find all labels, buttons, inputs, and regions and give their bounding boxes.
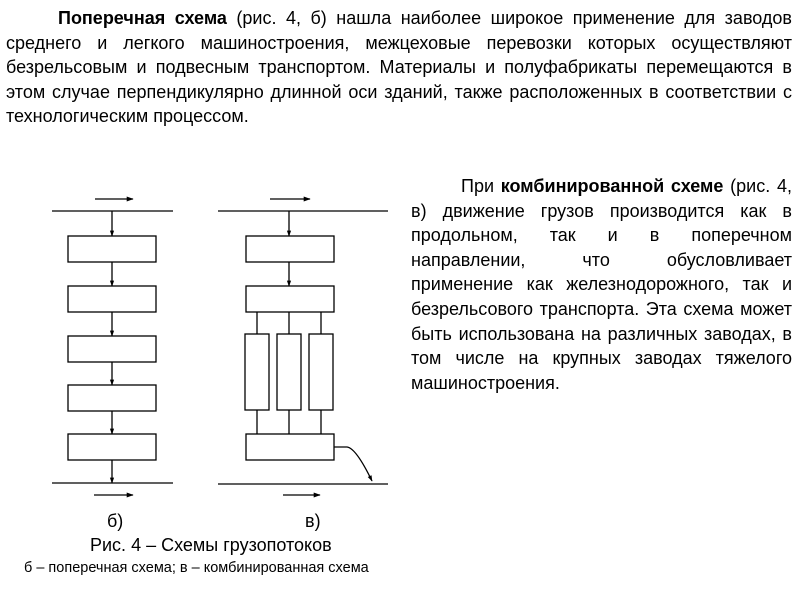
scheme-v-block-top-1 [245, 235, 335, 263]
scheme-v [218, 196, 388, 498]
paragraph-transverse-scheme: Поперечная схема (рис. 4, б) нашла наибо… [6, 6, 792, 129]
scheme-b-block-3 [67, 335, 157, 363]
cargo-flow-diagram [52, 196, 388, 498]
figure-label-b: б) [107, 511, 124, 531]
scheme-v-column-2 [276, 333, 302, 411]
scheme-v-column-3 [308, 333, 334, 411]
scheme-v-exit-arrow [334, 446, 373, 482]
paragraph-combined-text: (рис. 4, в) движение грузов производится… [411, 176, 792, 393]
figure-caption: Рис. 4 – Схемы грузопотоков [90, 535, 332, 555]
scheme-v-block-bottom [245, 433, 335, 461]
scheme-b-block-1 [67, 235, 157, 263]
scheme-v-block-top-2 [245, 285, 335, 313]
paragraph-transverse-text: (рис. 4, б) нашла наиболее широкое приме… [6, 8, 792, 127]
scheme-b-block-2 [67, 285, 157, 313]
paragraph-combined-lead: При [461, 176, 501, 196]
scheme-b-block-5 [67, 433, 157, 461]
figure-label-v: в) [305, 511, 321, 531]
scheme-b-block-4 [67, 384, 157, 412]
figure-subcaption: б – поперечная схема; в – комбинированна… [24, 560, 369, 576]
term-combined-scheme: комбинированной схеме [500, 176, 724, 196]
scheme-v-column-1 [244, 333, 270, 411]
paragraph-combined-scheme: При комбинированной схеме (рис. 4, в) дв… [411, 174, 792, 395]
term-transverse-scheme: Поперечная схема [58, 8, 227, 28]
scheme-b [52, 196, 173, 498]
